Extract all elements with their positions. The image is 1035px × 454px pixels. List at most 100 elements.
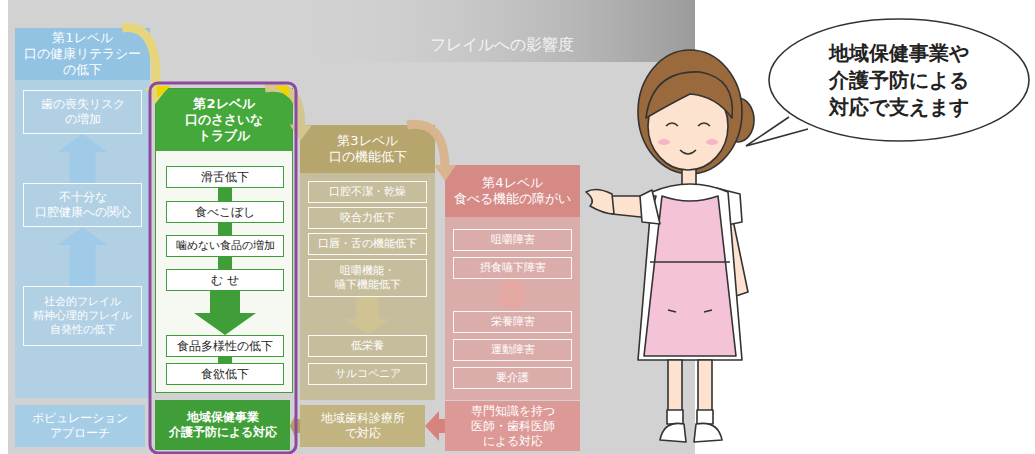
arrow-head — [434, 165, 456, 181]
flow-bar — [218, 357, 232, 363]
block-arrow — [491, 279, 535, 311]
node-text: 食べる機能の障がい — [454, 191, 571, 207]
symptom-box: 低栄養 — [308, 335, 427, 357]
flow-connector — [58, 134, 108, 183]
node-text: 口腔不潔・乾燥 — [329, 185, 406, 199]
level-title: 第4レベル — [482, 175, 542, 191]
symptom-box: 口唇・舌の機能低下 — [308, 233, 427, 255]
node-text: 咀嚼障害 — [491, 233, 535, 247]
node-text: ポピュレーション アプローチ — [21, 411, 139, 441]
node-text: 低栄養 — [351, 339, 384, 353]
flow-connector — [225, 357, 226, 363]
column-header: 第4レベル食べる機能の障がい — [445, 165, 580, 217]
level-title: 第2レベル — [193, 96, 254, 112]
node-text: 口のささいな トラブル — [164, 112, 284, 144]
level-column: 第1レベル口の健康リテラシー の低下歯の喪失リスク の増加不十分な 口腔健康への… — [15, 28, 150, 398]
symptom-box: 咀嚼機能・ 嚥下機能低下 — [308, 259, 427, 297]
flow-connector — [225, 188, 226, 201]
node-text: 食欲低下 — [201, 367, 249, 382]
corner-mark — [275, 86, 289, 98]
symptom-box: 運動障害 — [453, 339, 572, 361]
node-text: 咬合力低下 — [340, 211, 395, 225]
symptom-box: 噛めない食品の増加 — [166, 235, 284, 257]
block-arrow — [58, 134, 108, 183]
flow-bar — [218, 188, 232, 201]
block-arrow — [346, 297, 390, 335]
node-text: 食べこぼし — [195, 205, 255, 220]
flow-bar — [218, 223, 232, 235]
level-column: 第3レベル口の機能低下口腔不潔・乾燥咬合力低下口唇・舌の機能低下咀嚼機能・ 嚥下… — [300, 125, 435, 400]
node-text: 地域歯科診療所 で対応 — [306, 411, 419, 441]
level-column: 第2レベル口のささいな トラブル滑舌低下食べこぼし噛めない食品の増加む せ食品多… — [155, 88, 293, 393]
node-text: 社会的フレイル 精神心理的フレイル 自発性の低下 — [27, 295, 138, 337]
symptom-box: 咬合力低下 — [308, 207, 427, 229]
flow-bar — [218, 257, 232, 269]
symptom-box: 食欲低下 — [166, 363, 284, 385]
flow-connector — [225, 223, 226, 235]
node-text: 歯の喪失リスク の増加 — [27, 97, 138, 127]
arrow-head — [290, 125, 312, 142]
node-text: 要介護 — [496, 371, 529, 385]
symptom-box: 摂食嚥下障害 — [453, 257, 572, 279]
block-arrow — [58, 227, 108, 286]
woman-illustration — [586, 50, 754, 442]
symptom-box: む せ — [166, 269, 284, 291]
symptom-box: 栄養障害 — [453, 311, 572, 333]
node-text: 咀嚼機能・ 嚥下機能低下 — [312, 264, 423, 292]
block-arrow — [425, 411, 445, 441]
approach-box: 地域歯科診療所 で対応 — [300, 405, 425, 447]
node-text: 滑舌低下 — [201, 170, 249, 185]
node-text: 栄養障害 — [491, 315, 535, 329]
impact-band — [300, 0, 695, 62]
flow-connector — [491, 279, 535, 311]
factor-box: 歯の喪失リスク の増加 — [23, 90, 142, 134]
node-text: サルコペニア — [335, 367, 401, 381]
bubble-ellipse — [769, 19, 1029, 141]
node-text: 不十分な 口腔健康への関心 — [27, 190, 138, 220]
symptom-box: 食品多様性の低下 — [166, 335, 284, 357]
flow-connector — [58, 227, 108, 286]
flow-connector — [194, 291, 256, 335]
node-text: 食品多様性の低下 — [177, 339, 273, 354]
approach-box: 地域保健事業 介護予防による対応 — [155, 400, 290, 450]
speech-bubble: 地域保健事業や 介護予防による 対応で支えます — [768, 18, 1030, 142]
curved-arrow — [122, 28, 156, 92]
column-header: 第3レベル口の機能低下 — [300, 125, 435, 173]
column-header: 第2レベル口のささいな トラブル — [156, 89, 292, 151]
flow-connector — [425, 411, 445, 441]
curved-arrow — [407, 124, 445, 169]
approach-box: ポピュレーション アプローチ — [15, 405, 145, 447]
node-text: 運動障害 — [491, 343, 535, 357]
node-text: 地域保健事業や 介護予防による 対応で支えます — [809, 40, 989, 121]
bubble-tail — [746, 118, 808, 146]
node-text: む せ — [211, 273, 239, 288]
flow-connector — [346, 297, 390, 335]
symptom-box: サルコペニア — [308, 363, 427, 385]
node-text: 専門知識を持つ 医師・歯科医師 による対応 — [451, 404, 574, 449]
diagram-backdrop — [8, 0, 695, 454]
impact-label: フレイルへの影響度 — [430, 35, 574, 56]
highlight-frame — [150, 83, 296, 453]
bubble-tail-outline — [746, 117, 808, 146]
approach-box: 専門知識を持つ 医師・歯科医師 による対応 — [445, 401, 580, 451]
factor-box: 不十分な 口腔健康への関心 — [23, 183, 142, 227]
node-text: 噛めない食品の増加 — [176, 239, 275, 253]
flow-connector — [407, 124, 456, 181]
symptom-box: 要介護 — [453, 367, 572, 389]
node-text: 口唇・舌の機能低下 — [318, 237, 417, 251]
column-header: 第1レベル口の健康リテラシー の低下 — [15, 28, 150, 80]
symptom-box: 滑舌低下 — [166, 166, 284, 188]
node-text: 口の機能低下 — [329, 149, 407, 165]
factor-box: 社会的フレイル 精神心理的フレイル 自発性の低下 — [23, 286, 142, 346]
node-text: 口の健康リテラシー の低下 — [23, 46, 142, 78]
flow-connector — [225, 257, 226, 269]
block-arrow — [194, 291, 256, 335]
node-text: 摂食嚥下障害 — [480, 261, 546, 275]
symptom-box: 食べこぼし — [166, 201, 284, 223]
level-title: 第1レベル — [52, 30, 112, 46]
symptom-box: 咀嚼障害 — [453, 229, 572, 251]
level-title: 第3レベル — [337, 133, 397, 149]
node-text: 地域保健事業 介護予防による対応 — [161, 410, 284, 440]
corner-mark — [157, 86, 171, 98]
